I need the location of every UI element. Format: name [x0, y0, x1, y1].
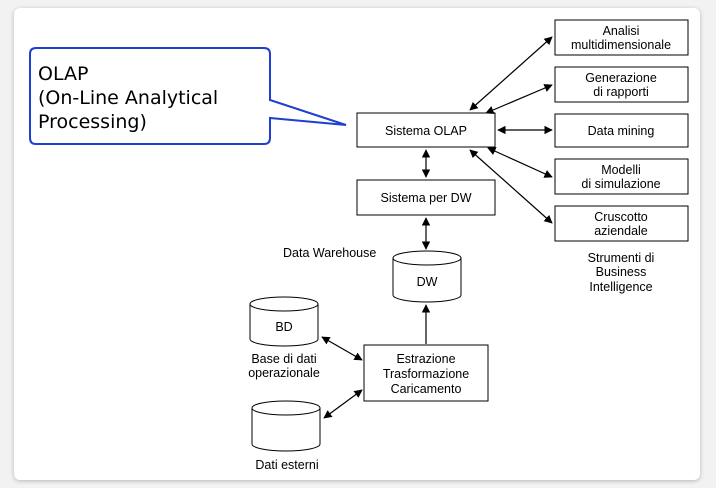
bd-label: BD [275, 320, 292, 334]
tool-rapporti-line-1: Generazione [585, 71, 657, 85]
callout-line-3: Processing) [38, 111, 147, 133]
sistema-olap-box: Sistema OLAP [356, 112, 496, 148]
tool-cruscotto-box: Cruscotto aziendale [554, 205, 689, 242]
sistema-olap-label: Sistema OLAP [385, 124, 467, 138]
external-data-cylinder [251, 400, 321, 452]
tool-analisi-line-1: Analisi [603, 24, 640, 38]
etl-line-1: Estrazione [396, 352, 455, 366]
tool-analisi-line-2: multidimensionale [571, 38, 671, 52]
callout-line-1: OLAP [38, 63, 88, 85]
bd-caption-line-2: operazionale [248, 366, 320, 380]
olap-callout: OLAP (On-Line Analytical Processing) [29, 47, 347, 145]
arrow-olap-modelli [487, 147, 553, 178]
arrow-olap-rapporti [485, 84, 553, 114]
tool-rapporti-line-2: di rapporti [593, 85, 649, 99]
sistema-dw-box: Sistema per DW [356, 179, 496, 216]
callout-line-2: (On-Line Analytical [38, 87, 218, 109]
arrow-olap-cruscotto [469, 149, 553, 224]
etl-line-2: Trasformazione [383, 367, 469, 381]
bd-cylinder: BD [249, 296, 319, 347]
tool-cruscotto-line-1: Cruscotto [594, 210, 648, 224]
etl-line-3: Caricamento [391, 382, 462, 396]
sistema-dw-label: Sistema per DW [381, 191, 472, 205]
bd-caption-line-1: Base di dati [251, 352, 316, 366]
tools-caption-line-2: Business [596, 265, 647, 279]
tool-cruscotto-line-2: aziendale [594, 224, 648, 238]
tool-analisi-box: Analisi multidimensionale [554, 19, 689, 56]
tool-modelli-line-1: Modelli [601, 163, 641, 177]
dw-label: DW [417, 275, 438, 289]
arrow-bd-etl [321, 336, 363, 361]
tool-modelli-box: Modelli di simulazione [554, 158, 689, 195]
tools-caption-line-1: Strumenti di [588, 251, 655, 265]
tool-modelli-line-2: di simulazione [581, 177, 660, 191]
data-warehouse-label: Data Warehouse [283, 246, 376, 260]
tool-datamining-label: Data mining [588, 124, 655, 138]
external-data-caption: Dati esterni [255, 458, 318, 472]
tool-rapporti-box: Generazione di rapporti [554, 66, 689, 103]
tools-caption-line-3: Intelligence [589, 280, 652, 294]
tool-datamining-box: Data mining [554, 113, 689, 148]
arrow-olap-analisi [469, 36, 553, 111]
etl-box: Estrazione Trasformazione Caricamento [363, 344, 489, 402]
dw-cylinder: DW [392, 250, 462, 303]
arrow-external-etl [323, 389, 363, 419]
